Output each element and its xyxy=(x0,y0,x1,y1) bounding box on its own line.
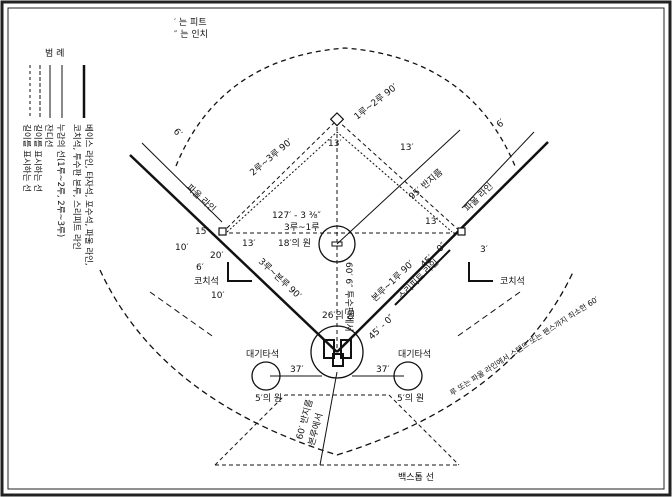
home-circle xyxy=(310,325,364,379)
label-d10a: 10′ xyxy=(175,243,189,253)
label-d3: 3′ xyxy=(480,245,488,255)
grass-arc xyxy=(175,47,516,167)
label-second-third: 2루~3루 90′ xyxy=(248,136,295,178)
label-d13-b: 13′ xyxy=(400,143,414,153)
label-backstop: 백스톱 선 xyxy=(398,472,434,483)
coach-box-right xyxy=(468,262,493,282)
batter-boxes xyxy=(323,339,352,367)
label-circle5-right: 5′의 원 xyxy=(397,393,424,404)
label-first-second: 1루~2루 90′ xyxy=(352,82,400,123)
label-d13-a: 13′ xyxy=(328,139,342,149)
label-backstop-note: 루 또는 파울 라인에서 스탠드 또는 펜스까지 최소한 60′ xyxy=(448,294,601,398)
label-d6-left: 6′ xyxy=(171,127,184,140)
radius-60-line xyxy=(319,371,338,466)
label-coach-left: 코치석 xyxy=(194,275,219,287)
backstop-arc xyxy=(99,269,575,456)
label-ondeck-right: 대기타석 xyxy=(398,349,431,360)
third-base xyxy=(218,227,227,236)
label-ondeck-left: 대기타석 xyxy=(246,349,279,360)
radius-95-line xyxy=(336,129,461,245)
units-feet: ′ 는 피트 xyxy=(174,17,207,28)
legend-item-2: 코치석, 투수판 본루, 스리피트 라인 xyxy=(71,124,82,250)
label-d37-right: 37′ xyxy=(376,365,390,375)
label-d6c: 6′ xyxy=(196,263,204,273)
three-foot-line xyxy=(394,249,451,306)
foul-lines xyxy=(129,131,549,353)
label-d13-d: 13′ xyxy=(425,217,439,227)
label-home-third: 3루~본루 90′ xyxy=(256,256,303,301)
infield-dashed xyxy=(221,119,463,350)
legend-item-4: 잔디선 xyxy=(43,124,54,147)
label-diag: 127′ - 3 ⅜″ xyxy=(272,211,322,221)
legend-item-3: 누감의 선(1루~2루, 2루~3루) xyxy=(55,124,66,237)
label-pitch: 60′ 6″ 투수판에서 xyxy=(343,262,354,332)
label-d20: 20′ xyxy=(210,251,224,261)
legend-item-5: 길이를 표시하는 선 xyxy=(32,124,43,192)
fence-line-left xyxy=(149,291,216,339)
units-inches: ″ 는 인치 xyxy=(174,28,208,40)
coach-box-left xyxy=(227,262,252,282)
label-d37-left: 37′ xyxy=(290,365,304,375)
pitcher-circle xyxy=(318,225,356,263)
first-base xyxy=(457,227,466,236)
legend-item-1: 베이스 라인, 타자석, 포수석, 파울 라인, xyxy=(83,124,94,266)
label-coach-right: 코치석 xyxy=(500,275,525,287)
infield-grass xyxy=(226,131,453,233)
label-d15: 15′ xyxy=(195,227,209,237)
legend-item-6: 길이를 표시하는 선 xyxy=(21,124,32,192)
backstop-trapezoid xyxy=(214,394,460,466)
second-base xyxy=(329,112,345,127)
legend-lines xyxy=(29,65,86,118)
label-d10b: 10′ xyxy=(211,291,225,301)
label-third-first: 3루~1루 xyxy=(284,222,320,233)
inner-border xyxy=(7,7,665,490)
label-circle5-left: 5′의 원 xyxy=(255,393,282,404)
label-radius95: 95′ 반지름 xyxy=(407,167,445,202)
fence-line-right xyxy=(454,291,521,339)
label-circle18: 18′의 원 xyxy=(278,238,311,249)
label-d13-c: 13′ xyxy=(242,239,256,249)
legend-title: 범 례 xyxy=(45,48,64,59)
label-circle26: 26′의 원 xyxy=(322,310,355,321)
label-d6-right: 6′ xyxy=(495,118,508,131)
